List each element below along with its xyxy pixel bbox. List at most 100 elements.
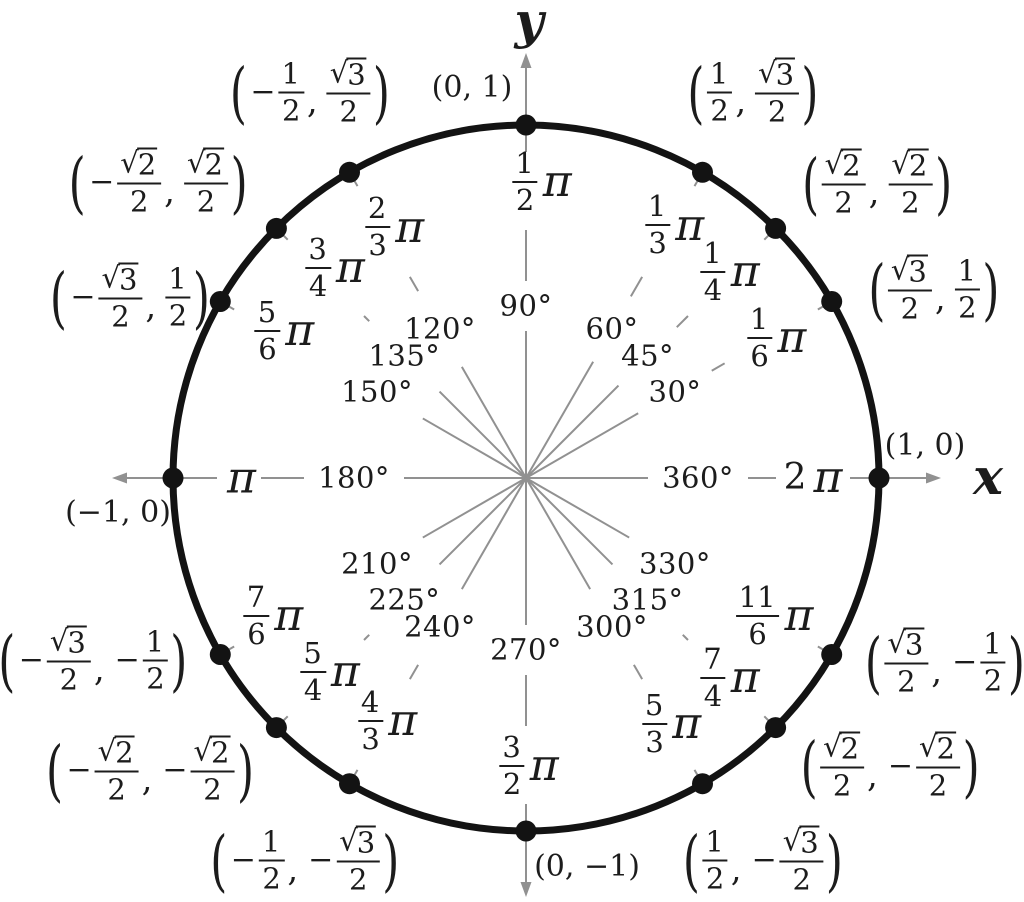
pi-symbol: π [730,246,760,298]
degree-label-330: 330° [639,546,711,581]
open-paren-icon: ( [682,820,700,900]
y-axis-label: y [514,0,544,50]
degree-label-120: 120° [404,311,476,346]
pi-symbol: π [672,697,702,749]
fraction-numerator: √3 [755,57,800,95]
minus-sign: − [70,279,96,314]
degree-label-240: 240° [404,609,476,644]
fraction-numerator: 1 [512,149,538,183]
sqrt-radicand: 3 [903,627,925,662]
coordinate-comma: , [287,849,299,890]
fraction-denominator: 2 [834,185,853,220]
spoke-ray-210 [422,477,527,539]
circle-point-dot-150 [209,291,231,312]
degree-label-225: 225° [368,582,441,617]
sqrt-radicand: 2 [136,147,158,182]
pi-symbol: π [335,242,365,294]
pi-symbol: π [395,201,425,253]
fraction-numerator: 1 [142,627,169,661]
close-paren-icon: ) [934,143,952,223]
degree-label-315: 315° [611,582,684,617]
close-paren-icon: ) [962,726,980,806]
sqrt-sign: √ [891,146,910,181]
fraction-numerator: √2 [915,731,960,769]
minus-sign: − [751,842,777,877]
sqrt-sign: √ [887,625,906,660]
coordinate-label-180: (−1, 0) [65,495,171,530]
spoke-leader-45 [676,315,689,328]
fraction-numerator: 3 [499,733,525,767]
close-paren-icon: ) [1008,622,1024,702]
fraction-denominator: 2 [262,861,281,895]
fraction-denominator: 2 [928,768,948,803]
fraction-denominator: 2 [897,664,916,699]
radian-coefficient: 2 [783,457,807,498]
spoke-ray-135 [438,390,527,479]
coordinate-comma: , [141,759,153,800]
fraction-denominator: 2 [710,93,729,127]
spoke-ray-60 [525,361,595,479]
fraction-denominator: 2 [705,861,725,895]
fraction-denominator: 2 [792,862,811,897]
axis-arrowhead-180 [112,472,127,484]
pi-symbol: π [285,304,315,356]
fraction-denominator: 2 [767,94,787,129]
sqrt-sign: √ [101,260,120,295]
pi-symbol: π [227,452,256,504]
fraction-denominator: 2 [107,772,126,807]
coordinate-label-90: (0, 1) [431,70,513,105]
fraction-numerator: √3 [887,254,932,292]
fraction-numerator: √3 [326,57,371,95]
circle-point-dot-315 [765,717,787,739]
fraction-denominator: 4 [703,273,723,308]
fraction-numerator: √2 [183,145,228,185]
fraction-numerator: 5 [300,638,326,673]
close-paren-icon: ) [382,820,400,900]
minus-sign: − [230,842,256,877]
degree-label-180: 180° [318,460,390,495]
sqrt-radicand: 2 [203,147,224,182]
pi-symbol: π [813,452,843,504]
sqrt-sign: √ [186,145,206,180]
fraction-numerator: 1 [700,239,726,274]
radian-label-180: π [222,452,256,504]
fraction-denominator: 3 [648,226,667,261]
sqrt-radicand: 3 [799,825,820,860]
fraction-numerator: √2 [94,735,139,773]
sqrt-sign: √ [339,823,358,858]
close-paren-icon: ) [193,257,211,337]
spoke-leader-120 [408,276,420,292]
fraction-numerator: √2 [820,731,865,769]
spoke-leader-240 [408,664,420,680]
